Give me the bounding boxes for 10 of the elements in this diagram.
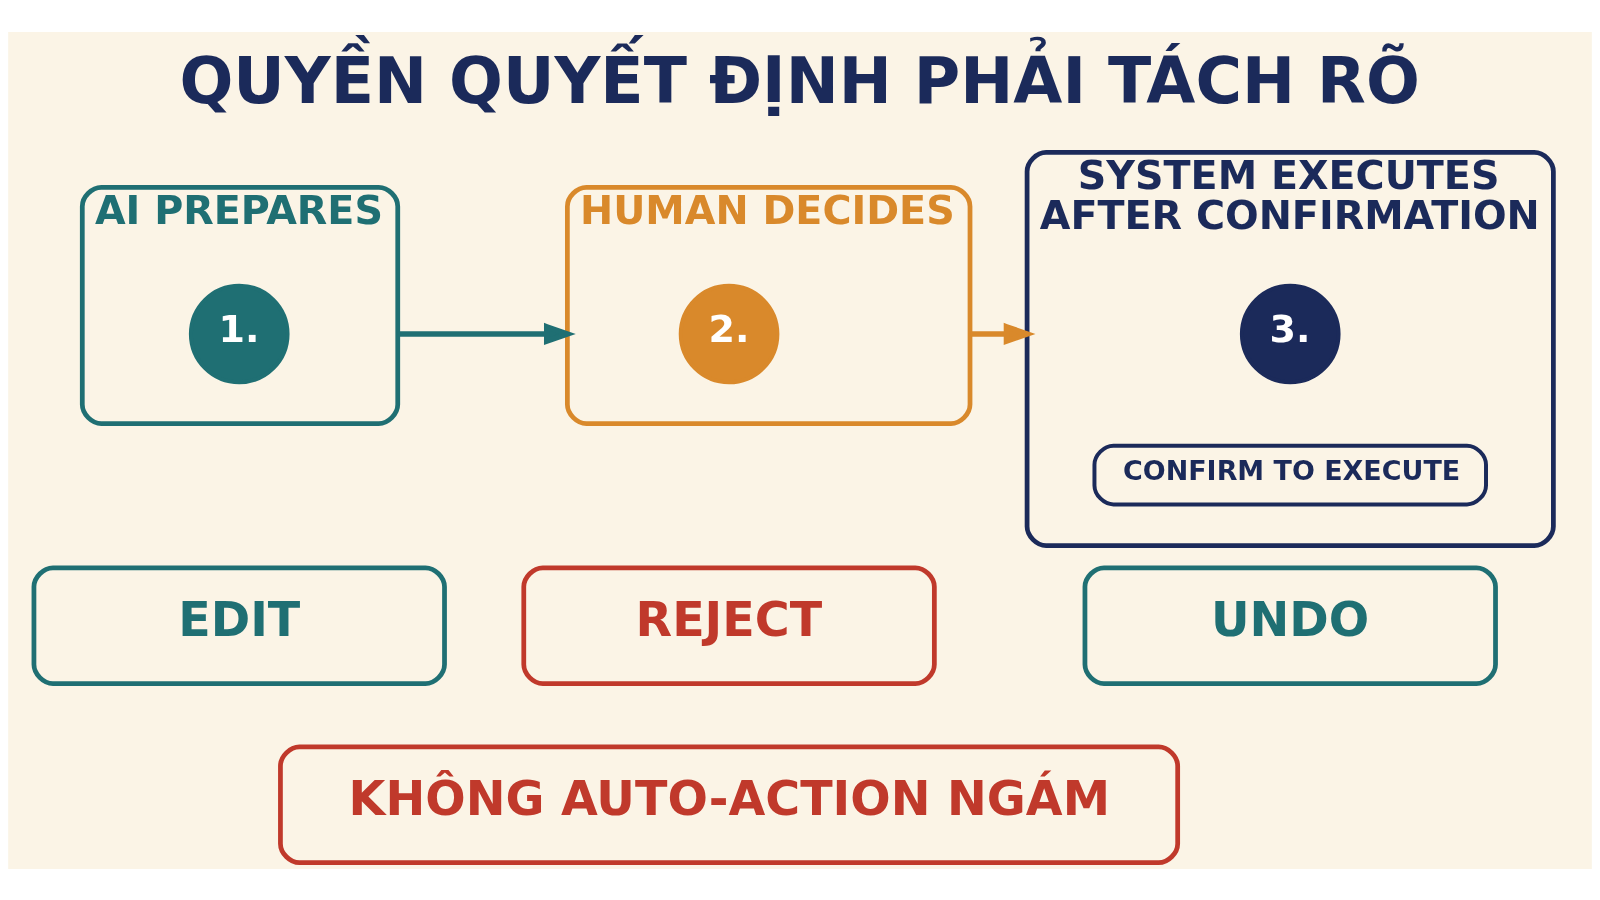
arrow: [970, 322, 1036, 345]
node-box: CONFIRM TO EXECUTE: [1092, 443, 1488, 506]
node-box: KHÔNG AUTO-ACTION NGÁM: [278, 744, 1181, 865]
node-circle: 1.: [188, 283, 290, 384]
node-circle: 3.: [1239, 283, 1341, 384]
node-box: UNDO: [1082, 564, 1498, 686]
arrow: [397, 322, 576, 345]
node-circle: 2.: [678, 283, 780, 384]
node-box: REJECT: [521, 564, 937, 686]
node-box: EDIT: [31, 564, 447, 686]
